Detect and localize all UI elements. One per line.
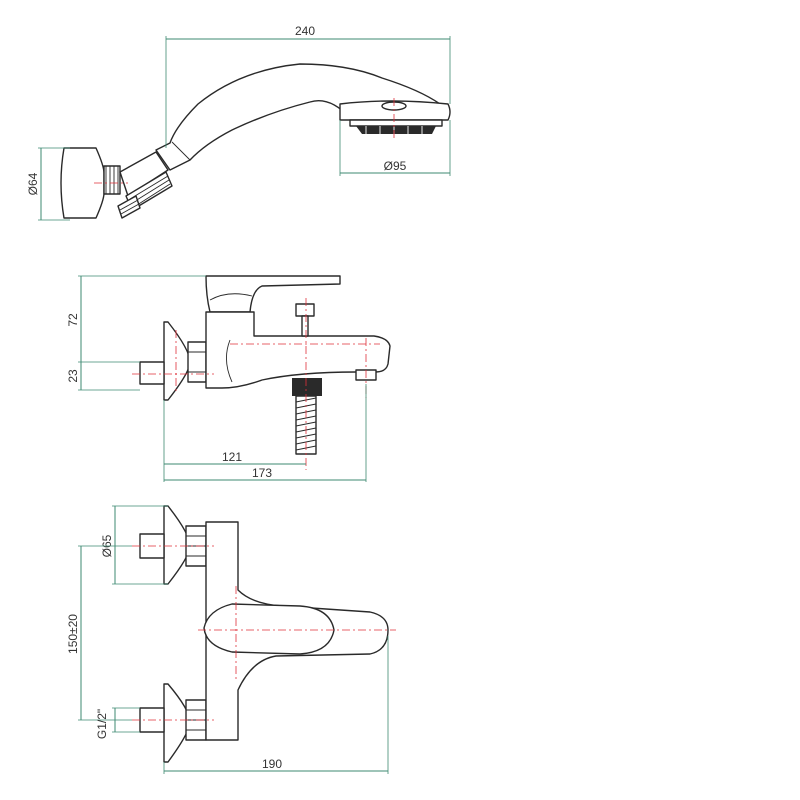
lever-handle-top (203, 603, 335, 655)
wall-holder (60, 147, 121, 219)
dimension-thread (112, 707, 140, 733)
dimension-label-holder-diameter: Ø64 (26, 172, 40, 195)
dimension-190 (163, 636, 389, 774)
mixer-top-view: Ø65 150±20 G1/2" 190 (66, 505, 396, 774)
dimension-centers (78, 545, 132, 721)
dimension-label-depth-outlet: 121 (222, 450, 242, 464)
dimension-label-centers: 150±20 (66, 614, 80, 654)
dimension-240 (165, 36, 451, 148)
dimension-diameter-64 (38, 147, 70, 221)
dimension-label-height-lower: 23 (66, 369, 80, 383)
dimension-diameter-65 (112, 505, 168, 585)
dimension-label-thread: G1/2" (95, 709, 109, 739)
dimension-label-length: 240 (295, 24, 315, 38)
shower-head (339, 100, 451, 134)
dimension-label-width: 190 (262, 757, 282, 771)
wall-flange (163, 321, 191, 401)
hose-connector (292, 378, 322, 396)
dimension-label-head-diameter: Ø95 (384, 159, 407, 173)
shower-hose (117, 151, 173, 219)
dimension-diameter-95 (339, 120, 451, 176)
inlet-pipe (139, 361, 165, 385)
diverter-knob (295, 303, 315, 317)
hex-nut (187, 341, 207, 383)
handshower-view: 240 Ø95 Ø64 (26, 24, 451, 221)
dimension-121-173 (163, 384, 367, 482)
dimension-72-23 (78, 275, 206, 391)
mixer-side-view: 72 23 121 173 (66, 275, 391, 482)
dimension-label-depth-spout: 173 (252, 466, 272, 480)
dimension-label-height-upper: 72 (66, 313, 80, 327)
